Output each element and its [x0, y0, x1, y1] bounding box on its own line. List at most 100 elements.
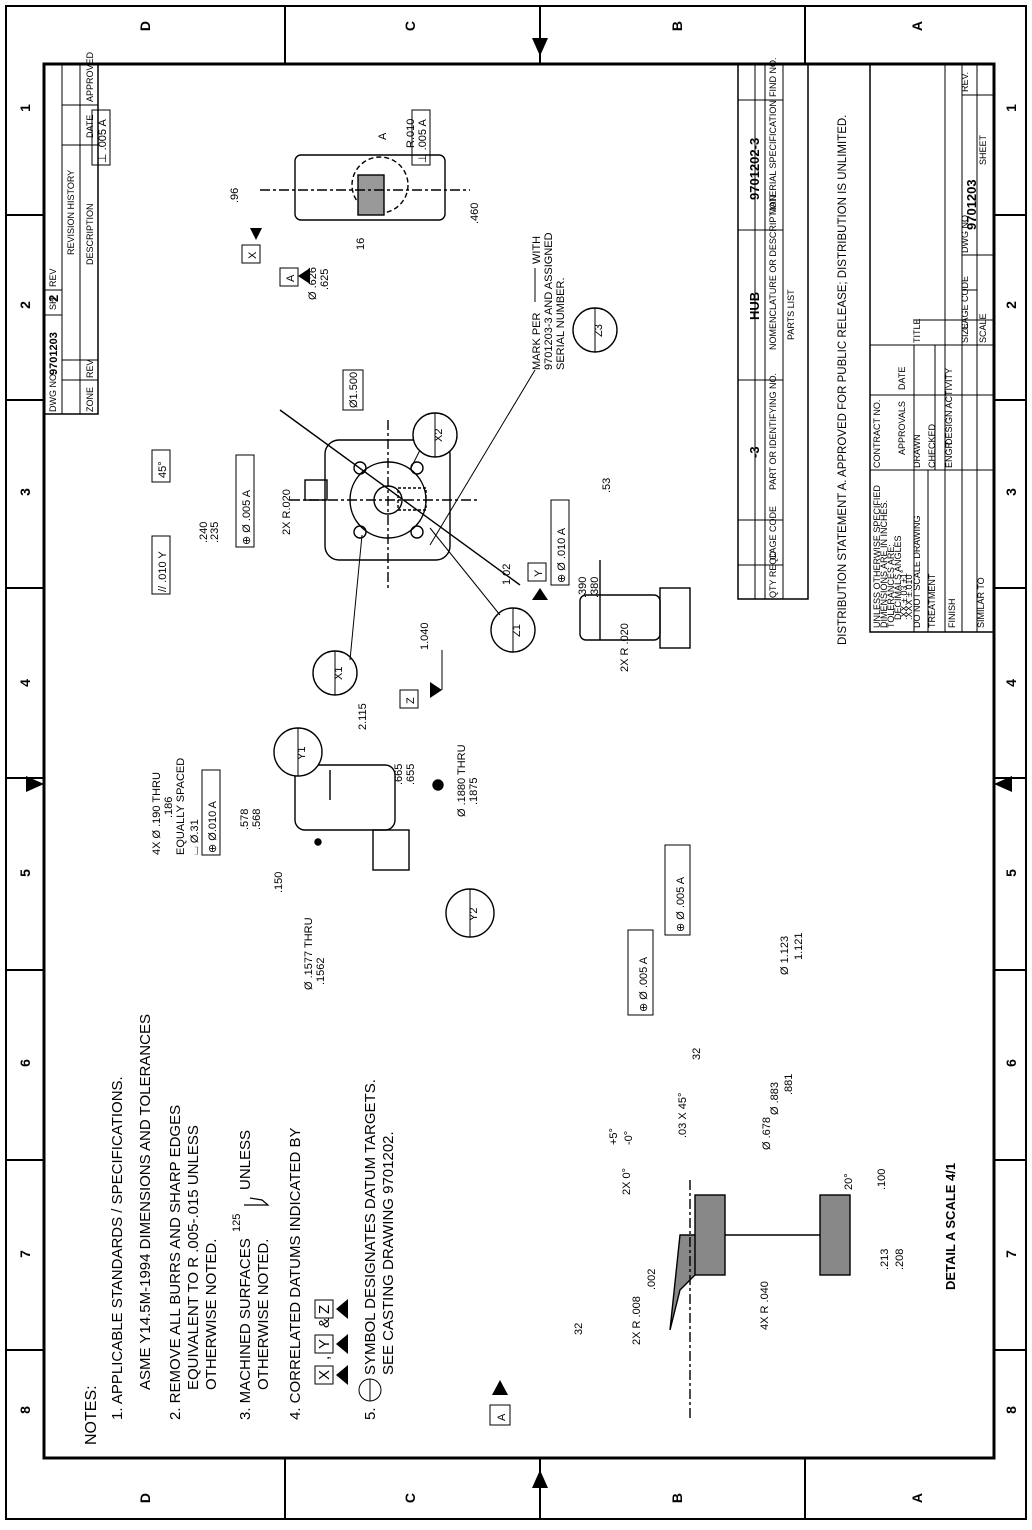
rev-col-rev: REV [85, 359, 95, 378]
det-883: Ø .883 [769, 1082, 781, 1115]
inner-border [42, 62, 996, 1460]
hole4x-3: ⌴ Ø.31 [189, 819, 201, 855]
tb-rev: REV. [960, 72, 970, 92]
target-y1-label: Y1 [296, 747, 308, 760]
hole4x-1: 4X Ø .190 THRU [151, 772, 163, 855]
parts-col-cage: CAGE CODE [768, 506, 778, 560]
dim-1040: 1.040 [419, 622, 431, 650]
tb-tol: TOLERANCES ARE: [886, 544, 896, 628]
detail-a-dims: ⊕ Ø .005 A ⊕ Ø .005 A Ø 1.123 1.121 Ø .8… [489, 844, 958, 1426]
rev-dwgno: 9701203 [48, 332, 60, 375]
target-x1-label: X1 [333, 667, 345, 680]
dia-625: .625 [319, 269, 331, 290]
note-4-amp: & [316, 1318, 333, 1328]
left-view [294, 764, 444, 871]
fcf-parallel [151, 535, 171, 595]
fcf-perp2 [411, 109, 431, 166]
zone-number-left-4: 4 [17, 679, 33, 687]
zone-letter-bottom-b: B [669, 1493, 685, 1503]
tb-date: DATE [897, 367, 907, 390]
note-5b: SYMBOL DESIGNATES DATUM TARGETS. [362, 1079, 379, 1375]
note-2b: EQUIVALENT TO R .005-.015 UNLESS [185, 1125, 202, 1390]
dim-380: .380 [589, 577, 601, 598]
dim-r020: 2X R.020 [281, 489, 293, 535]
dim-r020b: 2X R .020 [619, 623, 631, 672]
left-view-dims: 4X Ø .190 THRU .186 EQUALLY SPACED ⌴ Ø.3… [151, 703, 495, 990]
side-view-dims: ⊕ Ø .010 A .53 .390 .380 2X R .020 [550, 478, 631, 672]
note-3-value: 125 [231, 1214, 243, 1232]
note-4-y: Y [316, 1339, 333, 1349]
plan-view-targets: X1 X2 Z1 Z3 [312, 307, 618, 696]
det-20: 20° [843, 1173, 855, 1190]
distribution-statement: DISTRIBUTION STATEMENT A. APPROVED FOR P… [837, 115, 849, 645]
hole4x-2: EQUALLY SPACED [175, 758, 187, 855]
tb-similar: SIMILAR TO [976, 577, 986, 628]
tb-dwgno: 9701203 [964, 179, 979, 230]
note-4-z: Z [316, 1305, 333, 1314]
datum-a-detail: A [496, 1413, 508, 1421]
det-fcf1 [627, 929, 654, 1016]
tb-treatment: TREATMENT [927, 573, 937, 628]
note-4-x: X [316, 1370, 333, 1380]
target-z1-label: Z1 [511, 624, 523, 637]
section-view-dims: ⊥ .005 A A R.010 ⊥ .005 A .96 .460 X A 1… [91, 109, 481, 300]
zone-number-right-6: 6 [1003, 1059, 1019, 1067]
det-213: .213 [879, 1249, 891, 1270]
mark-with: WITH [531, 236, 543, 264]
dim-460: .460 [469, 203, 481, 224]
zone-number-left-6: 6 [17, 1059, 33, 1067]
rev-rev-label: REV [48, 268, 58, 287]
zone-number-left-7: 7 [17, 1250, 33, 1258]
dim-45: 45° [157, 461, 169, 478]
pin-1562: .1562 [315, 957, 327, 985]
det-fcf2-text: ⊕ Ø .005 A [675, 876, 687, 932]
tb-finish: FINISH [947, 598, 957, 628]
fcf-perp1 [91, 109, 111, 166]
detail-a [669, 1180, 851, 1420]
tb-contract: CONTRACT NO. [872, 400, 882, 468]
dim-655: .655 [405, 764, 417, 785]
zone-letter-bottom-d: D [137, 1493, 153, 1503]
mark-per-3: SERIAL NUMBER. [555, 277, 567, 370]
pin-1880: Ø .1880 THRU [456, 744, 468, 817]
side-view [579, 560, 691, 649]
parts-list: -3 HUB 9701202-3 QTY REQD CAGE CODE PART… [737, 58, 809, 600]
dim-1500: Ø1.500 [348, 372, 360, 408]
zone-number-right-4: 4 [1003, 679, 1019, 687]
finish-16: 16 [355, 238, 367, 250]
zone-letter-top-d: D [137, 21, 153, 31]
zone-numbers-right: 1 2 3 4 5 6 7 8 [1003, 104, 1019, 1414]
outer-border [5, 5, 1027, 1520]
datum-z: Z [405, 697, 417, 704]
pin-1875: .1875 [468, 777, 480, 805]
tb-decimals: DECIMALS ANGLES [893, 535, 903, 620]
parts-nomenclature: HUB [747, 292, 762, 320]
tb-unless: UNLESS OTHERWISE SPECIFIED [872, 485, 882, 628]
rev-col-zone: ZONE [85, 387, 95, 412]
zone-number-left-2: 2 [17, 301, 33, 309]
det-881: .881 [783, 1074, 795, 1095]
zone-numbers-left: 1 2 3 4 5 6 7 8 [17, 104, 33, 1414]
det-2x0-tol1: +5° [608, 1128, 620, 1145]
datum-z-box [399, 689, 419, 709]
zone-letter-top-c: C [402, 21, 418, 31]
fcf-1500 [342, 369, 364, 411]
tb-tol2: .XXX ±.010 [904, 575, 914, 620]
det-chamfer: .03 X 45° [677, 1093, 689, 1138]
tb-approvals: APPROVALS [897, 401, 907, 455]
dim-240: .240 [198, 522, 210, 543]
centering-arrows [26, 6, 1012, 1519]
fcf-parallel-text: // .010 Y [157, 551, 169, 592]
tb-tol1: .XX ±.03 ±1° [899, 569, 909, 620]
zone-number-left-1: 1 [17, 104, 33, 112]
det-32b: 32 [573, 1323, 585, 1335]
rev-col-date: DATE [85, 115, 95, 138]
note-1b: ASME Y14.5M-1994 DIMENSIONS AND TOLERANC… [137, 1014, 154, 1390]
dim-150: .150 [273, 872, 285, 893]
note-3b: UNLESS [237, 1130, 254, 1190]
zone-letter-top-b: B [669, 21, 685, 31]
dim-2115: 2.115 [357, 703, 369, 730]
det-r040: 4X R .040 [759, 1281, 771, 1330]
dim-235: .235 [209, 522, 221, 543]
rev-col-approved: APPROVED [85, 51, 95, 102]
